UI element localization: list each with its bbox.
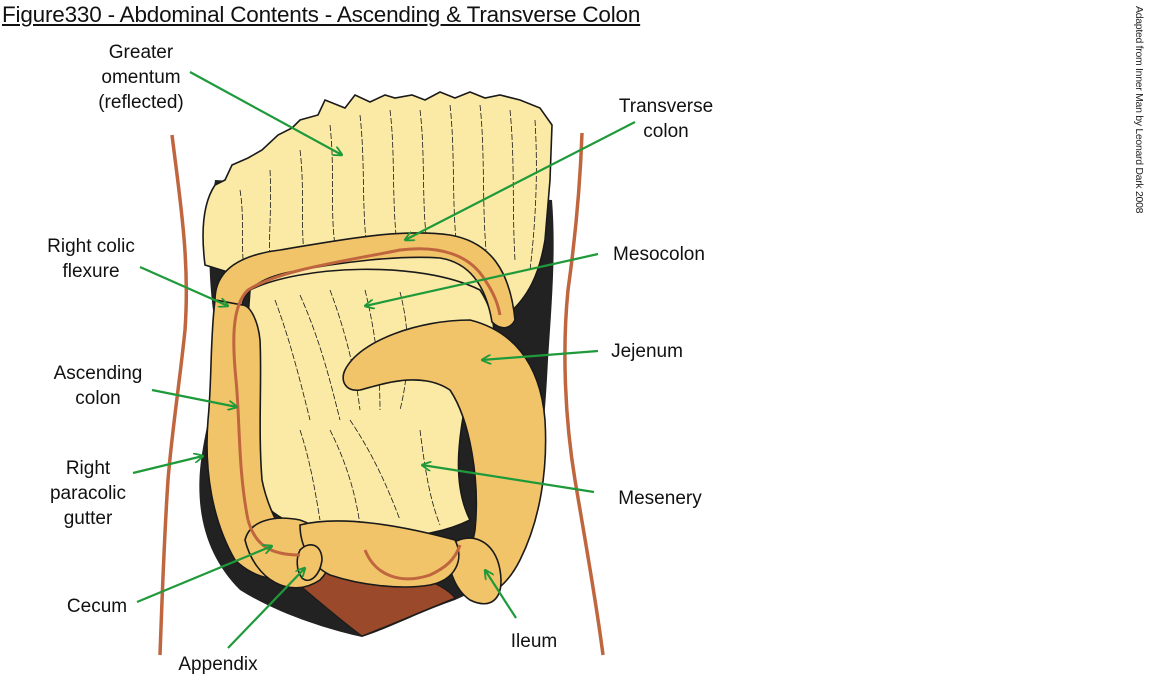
- pointer-mesocolon: [365, 252, 599, 306]
- label-greater-omentum: Greater omentum (reflected): [98, 42, 184, 113]
- pointer-jejenum: [482, 349, 599, 360]
- figure-credit: Adapted from Inner Man by Leonard Dark 2…: [1133, 6, 1145, 214]
- pointer-transverse-colon: [405, 121, 636, 240]
- label-ascending-colon: Ascending colon: [53, 363, 143, 409]
- pointer-cecum: [136, 546, 272, 604]
- ileum-shape: [447, 537, 502, 605]
- pointer-right-colic-flexure: [139, 265, 228, 306]
- left-body-wall: [158, 134, 189, 656]
- pointer-greater-omentum: [189, 71, 342, 155]
- pointer-mesenery: [422, 465, 595, 494]
- label-right-colic-flexure: Right colic flexure: [47, 236, 135, 282]
- label-mesocolon: Mesocolon: [613, 244, 705, 265]
- figure-title: Figure330 - Abdominal Contents - Ascendi…: [2, 2, 641, 27]
- pointer-ascending-colon: [151, 388, 237, 407]
- label-mesenery: Mesenery: [618, 488, 702, 509]
- label-cecum: Cecum: [66, 596, 128, 617]
- pointer-appendix: [227, 568, 305, 649]
- pointer-ileum: [485, 570, 517, 619]
- label-transverse-colon: Transverse colon: [618, 96, 714, 142]
- label-jejenum: Jejenum: [611, 341, 683, 362]
- label-appendix: Appendix: [178, 654, 258, 675]
- label-right-paracolic-gutter: Right paracolic gutter: [49, 458, 127, 529]
- right-body-wall: [563, 132, 605, 656]
- pointer-lines: [132, 71, 636, 649]
- omentum-folds: [239, 104, 537, 276]
- label-ileum: Ileum: [510, 631, 558, 652]
- pointer-right-paracolic-gutter: [132, 456, 203, 475]
